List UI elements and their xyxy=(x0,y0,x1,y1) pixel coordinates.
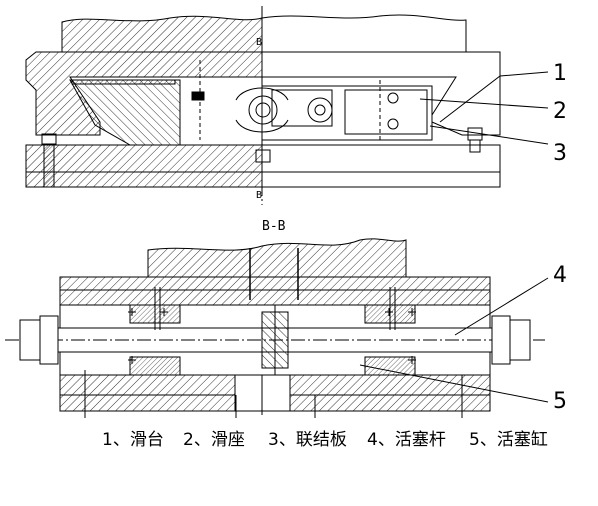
section-mark-bottom: B xyxy=(256,190,262,201)
legend-item-slide-table: 1、滑台 xyxy=(102,430,164,450)
callout-leaders-bottom xyxy=(359,277,549,403)
callout-4: 4 xyxy=(553,263,567,288)
legend-item-connecting-plate: 3、联结板 xyxy=(268,430,347,450)
section-workpiece xyxy=(147,238,407,278)
top-workpiece xyxy=(61,15,263,53)
right-nut xyxy=(509,319,531,361)
callout-2: 2 xyxy=(553,99,567,124)
section-title: B-B xyxy=(262,219,286,234)
section-mark-top: B xyxy=(256,37,262,48)
parts-legend: 1、滑台 2、滑座 3、联结板 4、活塞杆 5、活塞缸 xyxy=(102,429,548,450)
top-view xyxy=(25,6,501,205)
callout-3: 3 xyxy=(553,141,567,166)
callout-5: 5 xyxy=(553,389,567,414)
callout-leaders-top xyxy=(419,71,549,145)
connecting-plate xyxy=(261,85,433,141)
left-nut xyxy=(19,319,41,361)
callout-1: 1 xyxy=(553,61,567,86)
slide-seat-guide xyxy=(71,79,176,85)
legend-item-piston-cylinder: 5、活塞缸 xyxy=(469,429,548,450)
legend-item-piston-rod: 4、活塞杆 xyxy=(367,430,446,450)
section-view xyxy=(5,238,545,418)
legend-item-slide-seat: 2、滑座 xyxy=(183,430,245,450)
section-slide-table xyxy=(59,276,491,306)
base-plate-left xyxy=(25,144,263,188)
top-workpiece-right xyxy=(261,14,467,53)
